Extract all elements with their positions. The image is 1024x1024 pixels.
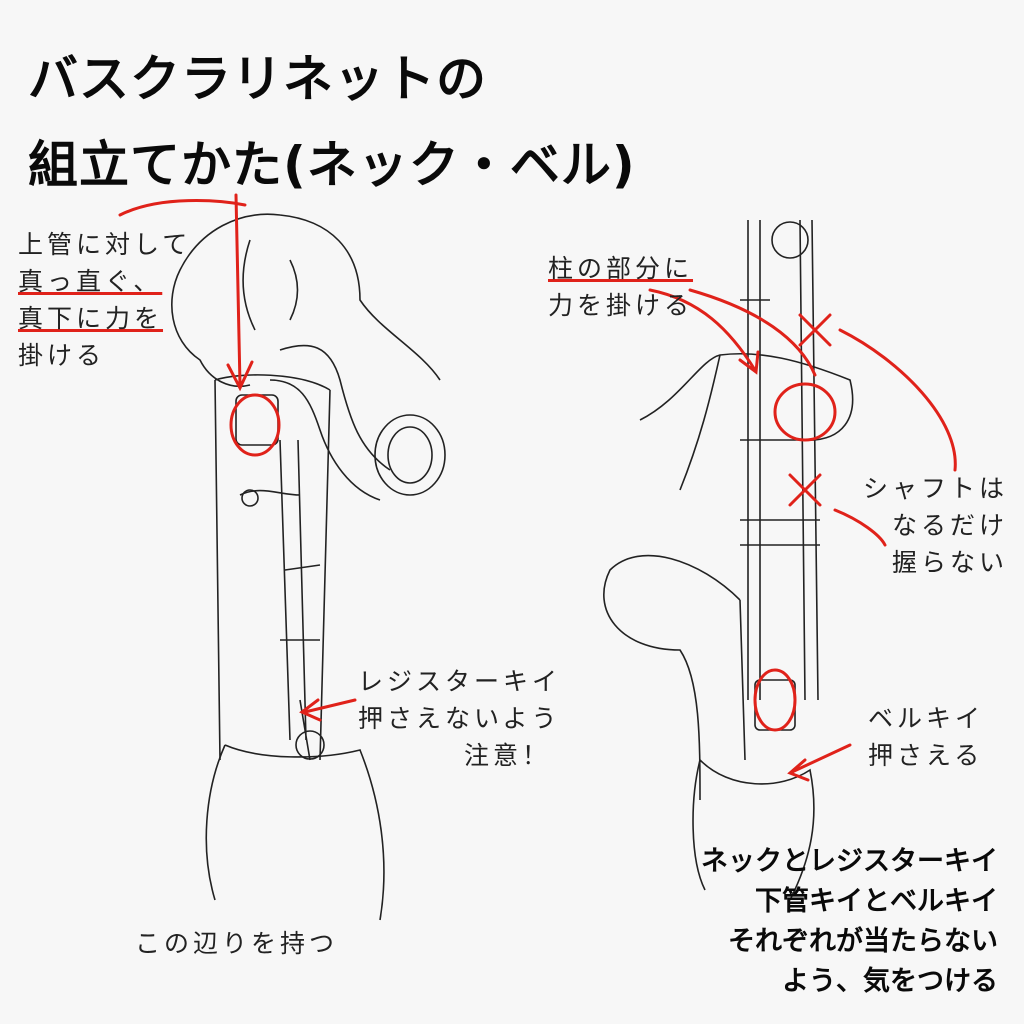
note-bell-key: ベルキイ 押さえる — [868, 700, 984, 774]
left-neck — [269, 344, 391, 501]
x-mark-lower — [788, 473, 822, 507]
note-line: ベルキイ — [868, 704, 985, 733]
left-body-tube — [214, 374, 331, 761]
note-caution: ネックとレジスターキイ 下管キイとベルキイ それぞれが当たらない よう、気をつけ… — [701, 842, 998, 1002]
note-push-down: 上管に対して 真っ直ぐ、 真下に力を 掛ける — [18, 226, 191, 374]
left-clarinet-drawing — [171, 213, 446, 921]
note-line: レジスターキイ — [358, 667, 562, 696]
note-line: 掛ける — [18, 341, 106, 370]
left-lower-hand — [205, 744, 385, 921]
arrow-shaft — [838, 328, 957, 472]
neck-circle — [229, 393, 281, 457]
grip-circle — [773, 382, 837, 442]
note-line: 押さえる — [868, 741, 984, 770]
note-line: よう、気をつける — [782, 966, 998, 997]
left-keys — [239, 439, 321, 761]
note-line: 押さえないよう — [358, 704, 561, 733]
right-hand — [639, 352, 854, 491]
x-mark-upper — [798, 313, 832, 347]
note-line: ネックとレジスターキイ — [701, 846, 998, 877]
note-line: 真っ直ぐ、 — [18, 267, 163, 296]
arrow-pillar — [648, 288, 760, 375]
note-shaft: シャフトは なるだけ 握らない — [863, 470, 1008, 581]
note-line: なるだけ — [891, 511, 1008, 540]
title-line-2: 組立てかた(ネック・ベル) — [28, 136, 636, 194]
note-line: 下管キイとベルキイ — [755, 886, 998, 917]
bell-key-circle — [753, 668, 797, 732]
right-clarinet-drawing — [603, 219, 854, 901]
left-upper-hand — [171, 213, 441, 387]
note-pillar: 柱の部分に 力を掛ける — [548, 250, 693, 324]
right-rods — [747, 219, 819, 701]
note-line: 上管に対して — [18, 230, 192, 259]
note-line: 力を掛ける — [548, 291, 694, 320]
arrow-bell-key — [787, 743, 852, 782]
left-neck-mouthpiece — [374, 414, 446, 496]
note-line: 柱の部分に — [548, 254, 694, 283]
note-line: 真下に力を — [18, 304, 164, 333]
arrow-down-neck — [226, 193, 254, 392]
note-line: それぞれが当たらない — [728, 926, 998, 957]
note-hold-here: この辺りを持つ — [135, 929, 339, 958]
arrow-register-key — [299, 698, 357, 722]
note-line: シャフトは — [862, 474, 1008, 503]
note-register-key: レジスターキイ 押さえないよう 注意！ — [358, 663, 561, 774]
right-lower-hand — [692, 759, 815, 901]
note-line: 握らない — [891, 548, 1008, 577]
red-annotations — [118, 193, 957, 782]
right-bell — [603, 554, 746, 801]
title-line-1: バスクラリネットの — [28, 50, 487, 108]
note-line: 注意！ — [464, 741, 552, 770]
